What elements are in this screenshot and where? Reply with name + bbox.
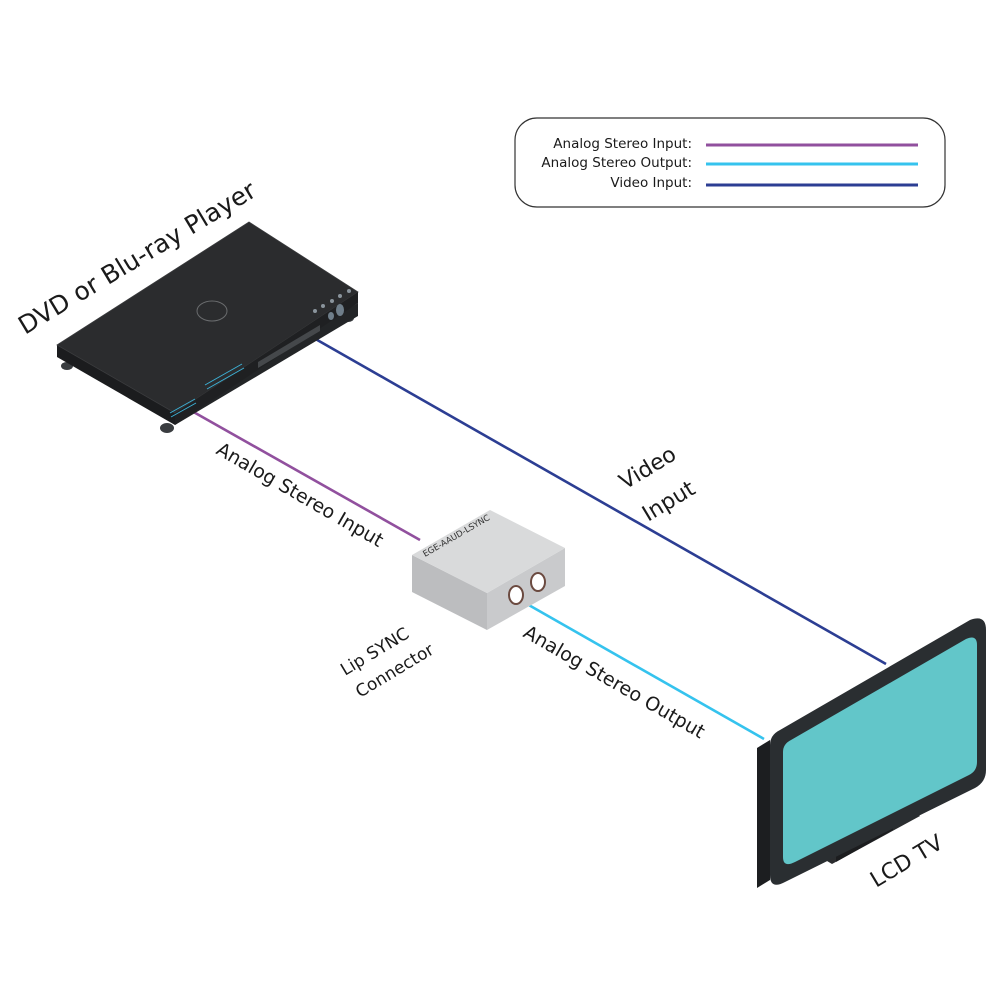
video-input-cable [311,335,887,666]
analog-output-cable [526,602,765,741]
lcd-tv-label: LCD TV [866,830,947,893]
analog-input-cable [189,408,421,542]
tv-screen [783,637,977,865]
video-input-cable-label-line2: Input [638,476,700,527]
lip-sync-connector-device: EGE-AAUD-LSYNC [412,510,565,630]
legend-label-analog-output: Analog Stereo Output: [541,155,692,171]
analog-output-cable-label: Analog Stereo Output [520,621,709,743]
legend-label-analog-input: Analog Stereo Input: [553,136,692,152]
analog-input-cable-label: Analog Stereo Input [213,438,388,551]
dvd-player-device [56,221,359,433]
lcd-tv-device [757,618,986,888]
legend: Analog Stereo Input: Analog Stereo Outpu… [514,117,946,208]
legend-label-video-input: Video Input: [610,175,692,191]
